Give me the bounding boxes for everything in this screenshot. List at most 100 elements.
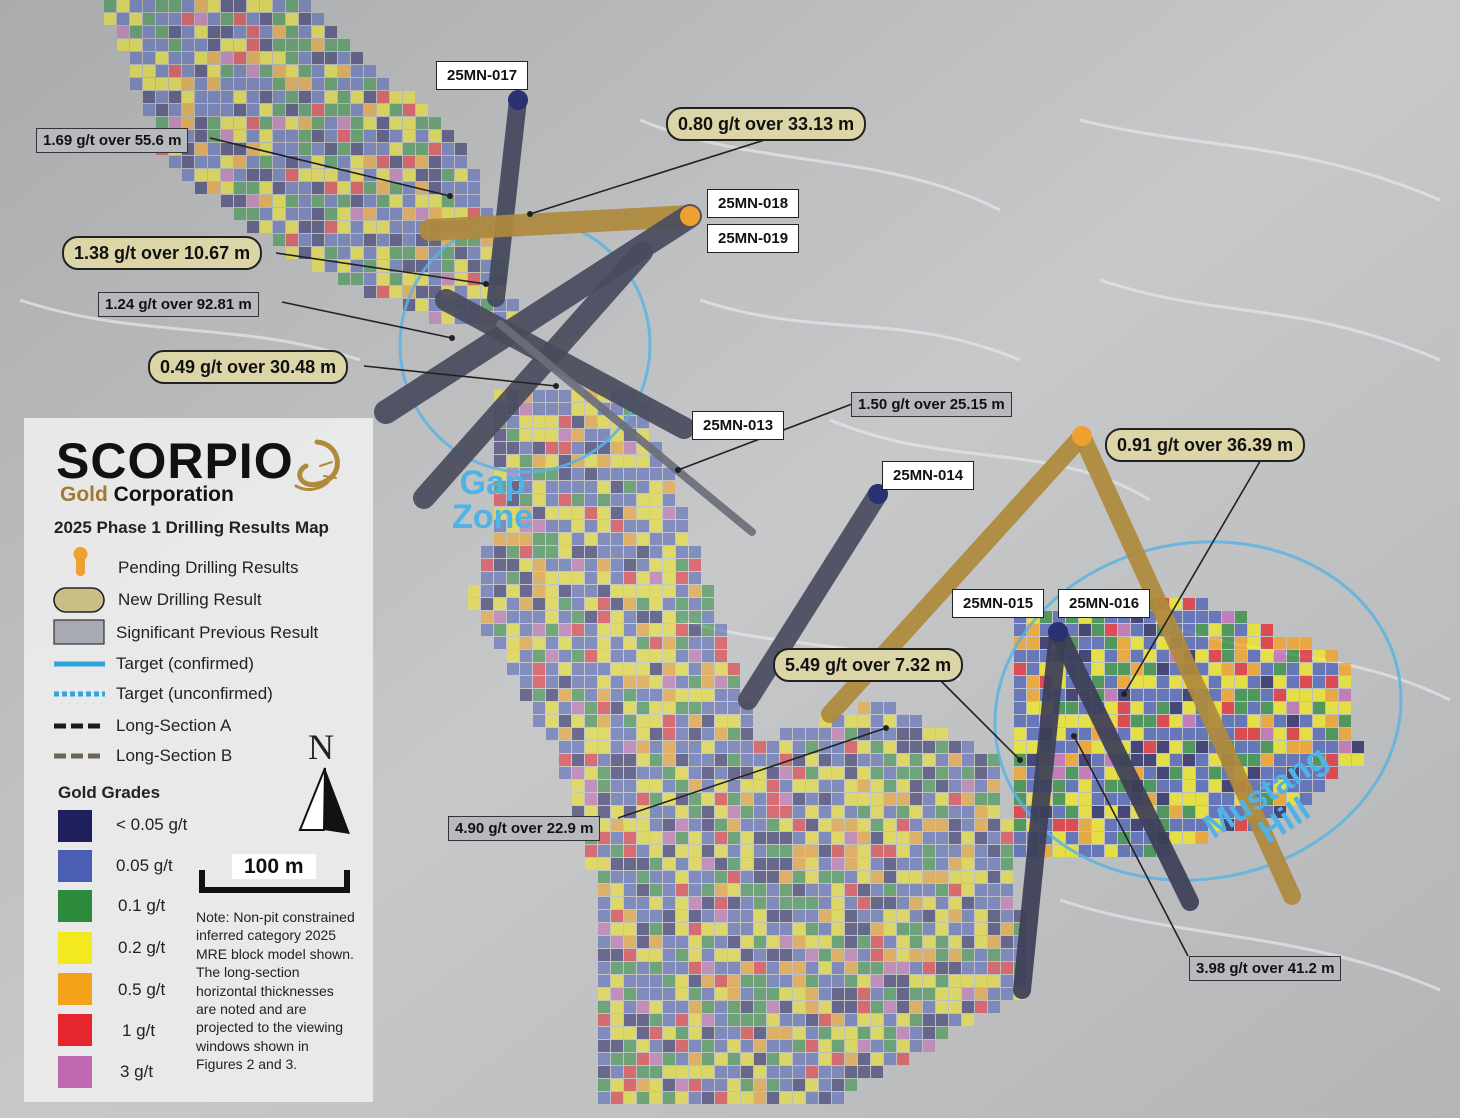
grade-block [1066,689,1078,701]
grade-block [663,767,675,779]
grade-block [416,117,428,129]
grade-block [403,156,415,168]
grade-block [650,845,662,857]
grade-block [221,39,233,51]
grade-block [715,845,727,857]
grade-block [741,1040,753,1052]
grade-block [104,0,116,12]
grade-block [1170,689,1182,701]
grade-block [507,637,519,649]
grade-block [728,962,740,974]
grade-block [650,1001,662,1013]
grade-block [936,819,948,831]
grade-block [910,845,922,857]
grade-block [637,832,649,844]
grade-block [325,169,337,181]
grade-block [559,416,571,428]
grade-block [598,429,610,441]
grade-block [364,208,376,220]
grade-block [325,143,337,155]
grade-block [1222,689,1234,701]
grade-block [650,624,662,636]
grade-block [650,1066,662,1078]
grade-block [1235,650,1247,662]
grade-block [546,689,558,701]
grade-block [1183,806,1195,818]
grade-block [559,468,571,480]
grade-block [169,65,181,77]
grade-block [598,533,610,545]
grade-block [728,936,740,948]
grade-block [1287,741,1299,753]
grade-block [624,715,636,727]
grade-block [1196,754,1208,766]
grade-block [962,897,974,909]
grade-block [572,780,584,792]
grade-block [195,169,207,181]
grade-block [559,533,571,545]
grade-block [806,819,818,831]
grade-block [1209,780,1221,792]
grade-block [650,754,662,766]
grade-block [702,975,714,987]
grade-block [741,962,753,974]
grade-block [793,1066,805,1078]
grade-block [741,1079,753,1091]
grade-block [806,910,818,922]
grade-block [754,858,766,870]
grade-block [624,1053,636,1065]
previous-result-1: 1.69 g/t over 55.6 m [36,128,189,153]
grade-block [884,1014,896,1026]
grade-block [884,702,896,714]
grade-block [377,143,389,155]
grade-block [546,494,558,506]
grade-block [624,858,636,870]
grade-block [689,858,701,870]
grade-block [611,507,623,519]
grade-block [247,130,259,142]
grade-block [429,117,441,129]
grade-block [299,143,311,155]
grade-block [741,1066,753,1078]
grade-block [845,780,857,792]
grade-block [715,754,727,766]
grade-block [260,91,272,103]
grade-block [1248,637,1260,649]
grade-block [715,806,727,818]
grade-block [832,923,844,935]
grade-block [780,780,792,792]
grade-block [936,949,948,961]
grade-block [572,494,584,506]
grade-block [845,910,857,922]
hole-trace-25mn-013 [435,289,695,439]
grade-block [338,273,350,285]
grade-block [546,676,558,688]
grade-block [1053,845,1065,857]
grade-block [702,754,714,766]
grade-block [572,754,584,766]
grade-block [676,611,688,623]
grade-block [299,156,311,168]
grade-block [1261,780,1273,792]
grade-block [1339,715,1351,727]
grade-block [1196,624,1208,636]
grade-block [923,923,935,935]
grade-block [637,988,649,1000]
grade-block [1313,767,1325,779]
grade-block [793,741,805,753]
grade-block [637,689,649,701]
grade-block [611,494,623,506]
grade-block [819,858,831,870]
grade-block [858,819,870,831]
leader-3-tip [483,281,489,287]
grade-block [754,780,766,792]
grade-block [650,559,662,571]
grade-block [1001,949,1013,961]
grade-block [403,143,415,155]
previous-result-2: 1.24 g/t over 92.81 m [98,292,259,317]
grade-block [832,910,844,922]
grade-block [1222,611,1234,623]
grade-block [689,598,701,610]
grade-block [728,767,740,779]
grade-block [871,936,883,948]
